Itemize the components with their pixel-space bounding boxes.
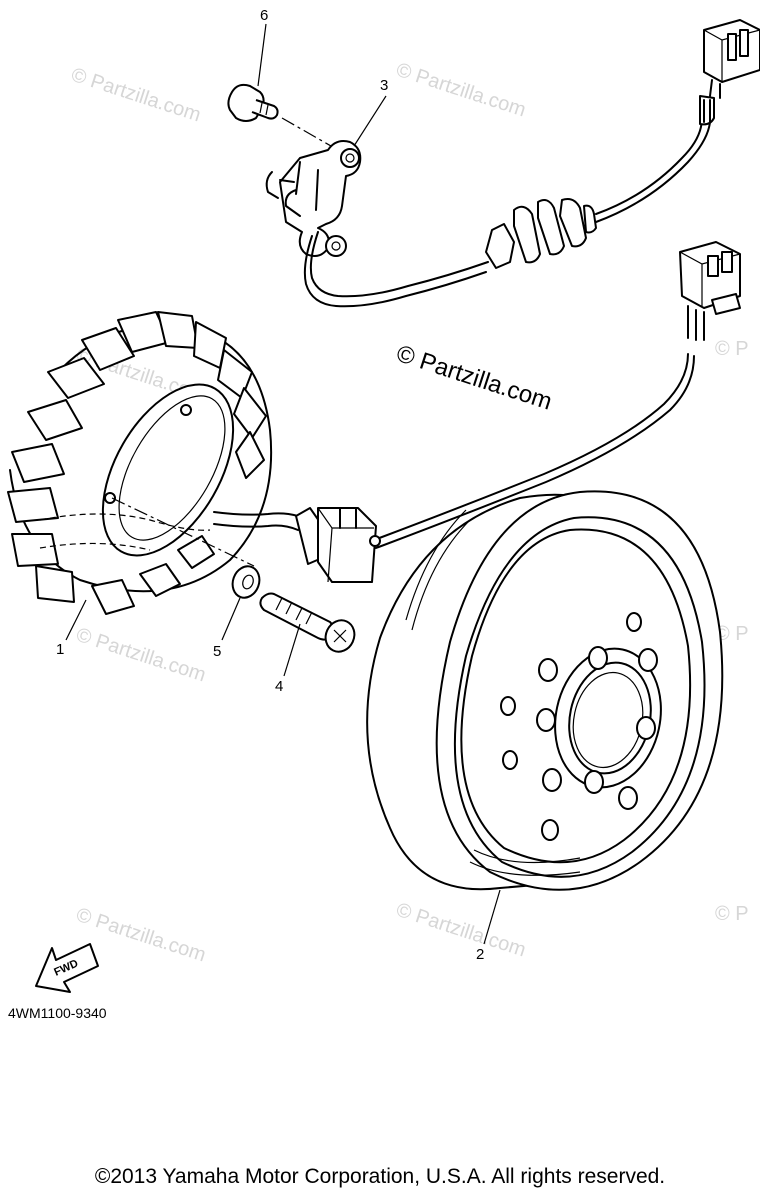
callout-3: 3: [380, 77, 388, 94]
rotor-part-2: [366, 490, 724, 891]
watermark-main: © Partzilla.com: [393, 340, 555, 416]
callouts: 6 3 1 5 4 2: [56, 7, 501, 963]
watermark-text: © Partzilla.com: [393, 899, 528, 962]
washer-part-5: [231, 565, 261, 599]
callout-6: 6: [260, 7, 268, 24]
bolt-part-6: [227, 83, 279, 122]
stator-part-1: [7, 311, 299, 615]
watermark-text: © Partzilla.com: [73, 624, 208, 687]
rotor-holes: [500, 612, 658, 841]
stator-coils: [7, 311, 267, 615]
alignment-line: [281, 117, 339, 151]
stator-output-connector: [679, 241, 741, 341]
pickup-connector: [703, 19, 760, 99]
watermark-text: © Partzilla.com: [393, 59, 528, 122]
diagram-code: 4WM1100-9340: [8, 1005, 107, 1021]
alignment-line: [111, 497, 255, 567]
callout-1: 1: [56, 641, 64, 658]
fwd-arrow-icon: FWD: [35, 943, 99, 993]
watermark-text: © Partzilla.com: [68, 64, 203, 127]
pickup-coil-part-3: [265, 140, 489, 308]
screw-part-4: [259, 592, 356, 653]
callout-5: 5: [213, 643, 221, 660]
watermark-text: © P: [715, 338, 749, 360]
callout-4: 4: [275, 678, 283, 695]
watermark-text: © P: [715, 903, 749, 925]
copyright-notice: ©2013 Yamaha Motor Corporation, U.S.A. A…: [94, 1165, 666, 1188]
stator-connector: [295, 353, 695, 583]
watermark-text: © P: [715, 623, 749, 645]
pickup-grommet: [485, 95, 715, 269]
callout-2: 2: [476, 946, 484, 963]
